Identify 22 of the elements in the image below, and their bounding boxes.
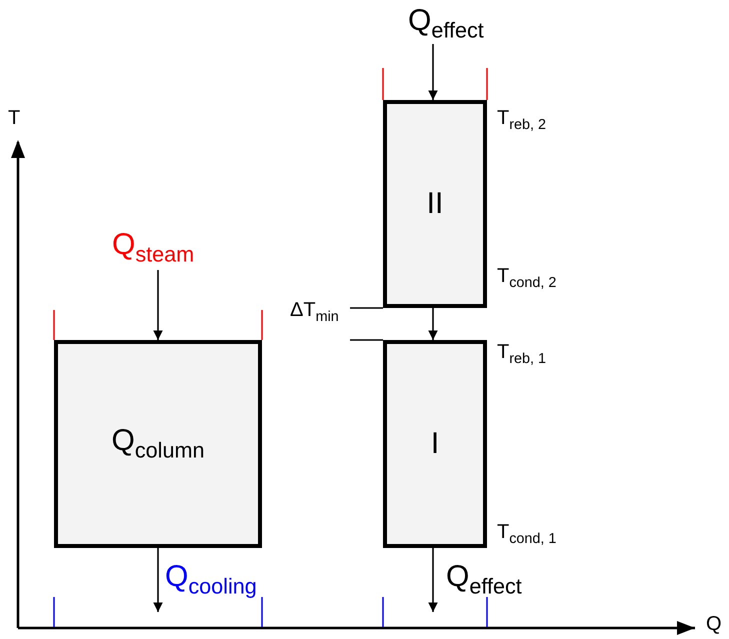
box-label: Q$_{column}$	[112, 426, 204, 462]
temperature-label: T$_{reb, 1}$	[497, 342, 546, 366]
heat-flow-label: Q$_{effect}$	[446, 562, 522, 598]
heat-flow-label: Q$_{steam}$	[112, 230, 216, 270]
arrow	[428, 308, 438, 340]
process-box	[54, 340, 262, 548]
box-label: II	[426, 189, 444, 219]
temperature-difference-label: ΔT$_{min}$	[290, 300, 339, 324]
axis-label: T	[8, 108, 20, 128]
arrow	[428, 548, 438, 612]
axis-label: Q	[706, 614, 722, 634]
heat-flow-label: Q$_{cooling}$	[165, 562, 257, 598]
arrow	[428, 44, 438, 100]
arrow	[153, 548, 163, 612]
heat-flow-label: Q$_{effect}$	[408, 6, 503, 44]
process-box	[383, 100, 487, 308]
temperature-label: T$_{cond, 2}$	[497, 266, 556, 290]
arrow	[153, 270, 163, 340]
temperature-label: T$_{cond, 1}$	[497, 522, 556, 546]
box-label: I	[430, 429, 440, 459]
process-box	[383, 340, 487, 548]
temperature-label: T$_{reb, 2}$	[497, 108, 546, 132]
